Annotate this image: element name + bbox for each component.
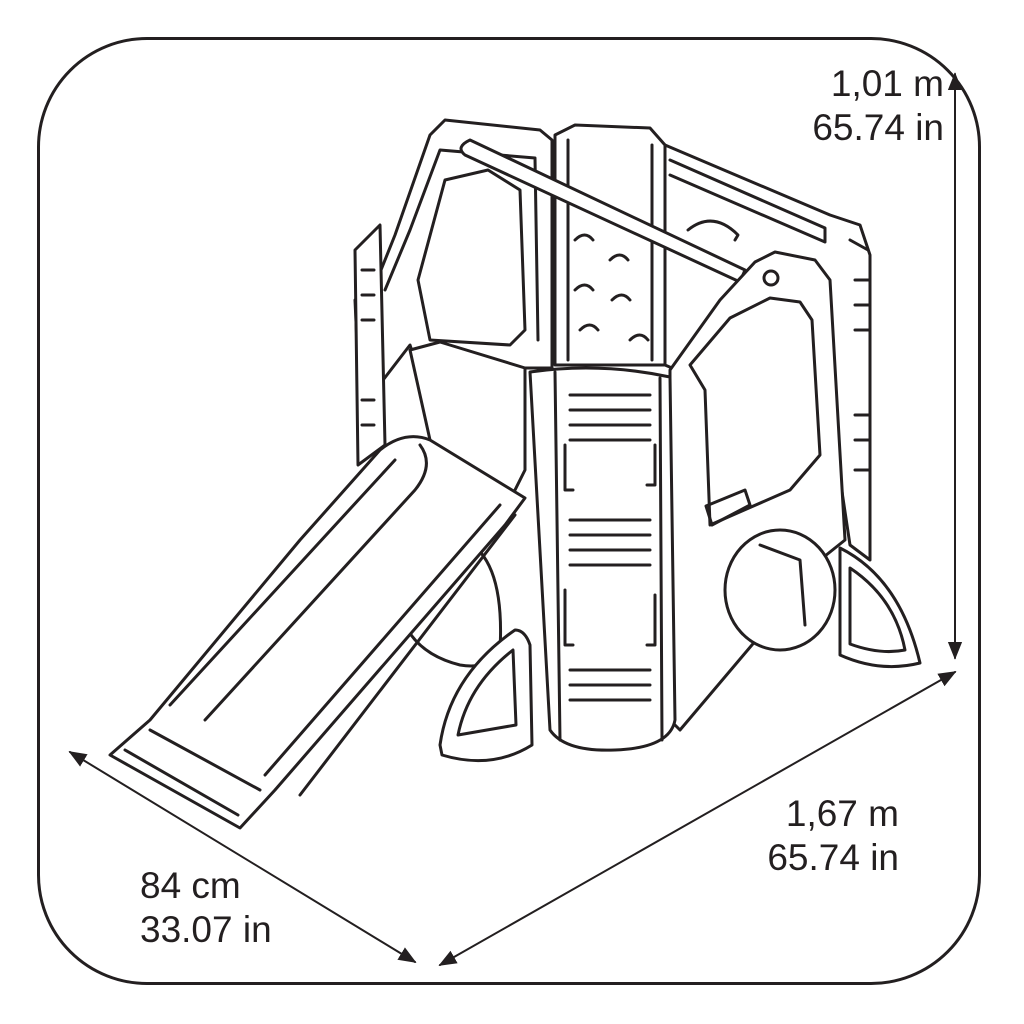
depth-dimension-label: 84 cm 33.07 in: [140, 864, 272, 952]
height-dimension-label: 1,01 m 65.74 in: [812, 62, 944, 150]
handle-bar: [459, 138, 747, 284]
left-foot: [438, 628, 534, 763]
height-metric: 1,01 m: [830, 63, 944, 104]
ladder: [528, 366, 677, 752]
slide: [108, 435, 527, 830]
length-dimension-label: 1,67 m 65.74 in: [767, 792, 899, 880]
rounded-frame: [37, 37, 981, 985]
depth-imperial: 33.07 in: [140, 909, 272, 950]
height-imperial: 65.74 in: [812, 107, 944, 148]
back-climbing-wall: [553, 123, 667, 367]
length-imperial: 65.74 in: [767, 837, 899, 878]
right-foot: [838, 546, 922, 669]
length-metric: 1,67 m: [785, 793, 899, 834]
length-dimension-line: [438, 671, 957, 966]
depth-metric: 84 cm: [140, 865, 241, 906]
depth-dimension-line: [68, 751, 417, 963]
right-side-panel: [668, 250, 847, 732]
